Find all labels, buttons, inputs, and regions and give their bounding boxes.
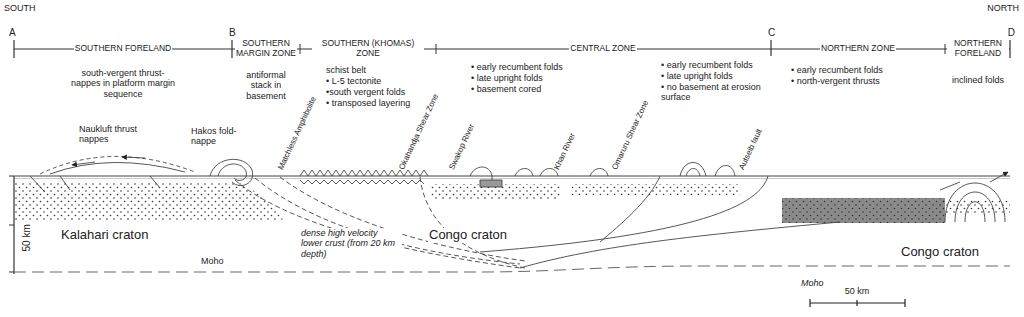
section-point: B (228, 27, 237, 39)
structure-label: Autseib fault (737, 126, 765, 172)
zone-name: CENTRAL ZONE (569, 44, 636, 54)
structure-label: Hakos fold-nappe (190, 126, 244, 147)
zone-note: • late upright folds (470, 73, 544, 83)
depth-scale: 50 km (21, 223, 33, 252)
craton-label: Congo craton (428, 228, 508, 243)
structure-label: Matchless Amphibolite (276, 94, 319, 172)
moho-label: Moho (800, 278, 825, 288)
structure-label: Omaruru Shear Zone (610, 98, 651, 172)
moho-label: Moho (200, 256, 225, 266)
structure-label: Naukluft thrust nappes (78, 124, 150, 145)
zone-name: SOUTHERN FORELAND (74, 44, 172, 54)
section-point: C (767, 27, 776, 39)
section-end: D (1007, 27, 1016, 39)
zone-name: SOUTHERN (KHOMAS) ZONE (312, 39, 424, 59)
crust-note: dense high velocity lower crust (from 20… (300, 228, 402, 259)
zone-note: • late upright folds (660, 71, 734, 81)
zone-note: • early recumbent folds (790, 65, 884, 75)
river-label: Swakop River (447, 122, 477, 172)
zone-note: south-vergent thrust-nappes in platform … (67, 68, 179, 99)
zone-note: • L-5 tectonite (325, 76, 382, 86)
direction: SOUTH (3, 3, 37, 13)
zone-note: • early recumbent folds (660, 60, 754, 70)
zone-name: NORTHERN ZONE (820, 44, 896, 54)
direction: NORTH (986, 3, 1020, 13)
river-label: Khan River (552, 130, 578, 172)
craton-label: Kalahari craton (60, 228, 149, 243)
scale-bar-label: 50 km (844, 286, 871, 296)
zone-note: antiformal stack in basement (234, 70, 298, 101)
section-end: A (8, 27, 17, 39)
section (9, 156, 1010, 307)
zone-note: schist belt (325, 65, 367, 75)
zone-note: • no basement at erosion surface (660, 82, 772, 103)
zone-name: SOUTHERN MARGIN ZONE (235, 39, 297, 59)
zone-note: • basement cored (470, 84, 542, 94)
zone-note: • transposed layering (325, 98, 411, 108)
zone-note: • north-vergent thrusts (790, 76, 881, 86)
zone-name: NORTHERN FORELAND (947, 39, 1009, 59)
craton-label: Congo craton (900, 245, 980, 260)
zone-note: • early recumbent folds (470, 62, 564, 72)
zone-note: •south vergent folds (325, 87, 406, 97)
zone-note: inclined folds (947, 75, 1009, 85)
zone-bar (14, 40, 1010, 58)
